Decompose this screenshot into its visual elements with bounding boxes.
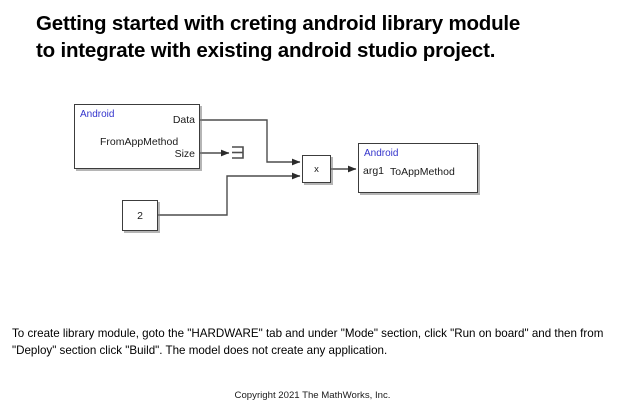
- wire-data-to-product: [200, 119, 301, 166]
- block-to-app-method-label: ToAppMethod: [390, 166, 455, 178]
- port-label-size: Size: [174, 148, 195, 160]
- page-title: Getting started with creting android lib…: [36, 12, 521, 62]
- block-product-value: x: [314, 163, 319, 175]
- terminator-icon[interactable]: [231, 146, 244, 159]
- copyright-notice: Copyright 2021 The MathWorks, Inc.: [234, 390, 391, 401]
- block-to-app-method[interactable]: Android arg1 ToAppMethod: [358, 143, 478, 193]
- terminator-glyph: [232, 146, 244, 159]
- block-from-app-method-label: FromAppMethod: [100, 136, 179, 148]
- block-from-app-method[interactable]: Android FromAppMethod Data Size: [74, 104, 200, 169]
- block-to-app-method-header: Android: [364, 148, 399, 159]
- wire-constant-to-product: [158, 172, 301, 216]
- block-product[interactable]: x: [302, 155, 331, 183]
- block-from-app-method-header: Android: [80, 109, 115, 120]
- block-constant-value: 2: [137, 209, 143, 222]
- port-label-data: Data: [172, 114, 195, 126]
- port-label-arg1: arg1: [363, 165, 385, 177]
- block-constant[interactable]: 2: [122, 200, 158, 231]
- instruction-text: To create library module, goto the "HARD…: [12, 327, 604, 357]
